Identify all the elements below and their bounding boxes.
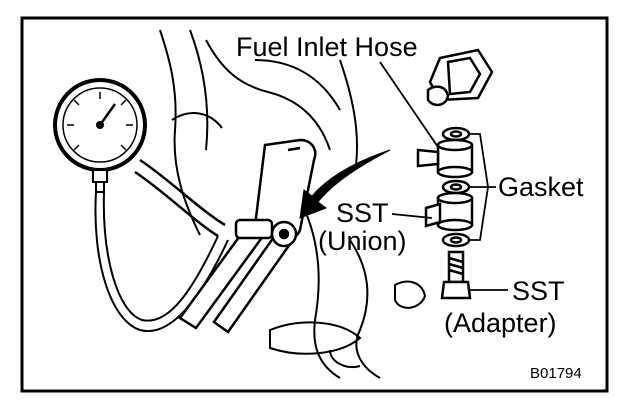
engine-background [159,29,427,379]
union-body-icon [416,138,474,232]
gasket-bracket [470,133,496,241]
figure-id: B01794 [530,365,582,382]
gasket-label: Gasket [498,172,584,202]
diagram-frame [20,16,609,393]
fuel-inlet-hose-icon [426,48,494,107]
sst-union-label: SST [336,198,389,228]
fuel-pipe [134,158,226,238]
fuel-inlet-hose-label: Fuel Inlet Hose [236,32,418,62]
sst-union-leader [391,213,433,219]
sst-adapter-sublabel: (Adapter) [444,308,557,338]
pressure-gauge-icon [53,78,147,193]
arrow-icon [299,149,391,219]
sst-adapter-label: SST [512,276,565,306]
sst-union-sublabel: (Union) [318,226,407,256]
fuel-inlet-hose-leader [379,61,441,151]
banjo-fitting-icon [234,218,298,248]
adapter-bolt-icon [440,250,472,300]
